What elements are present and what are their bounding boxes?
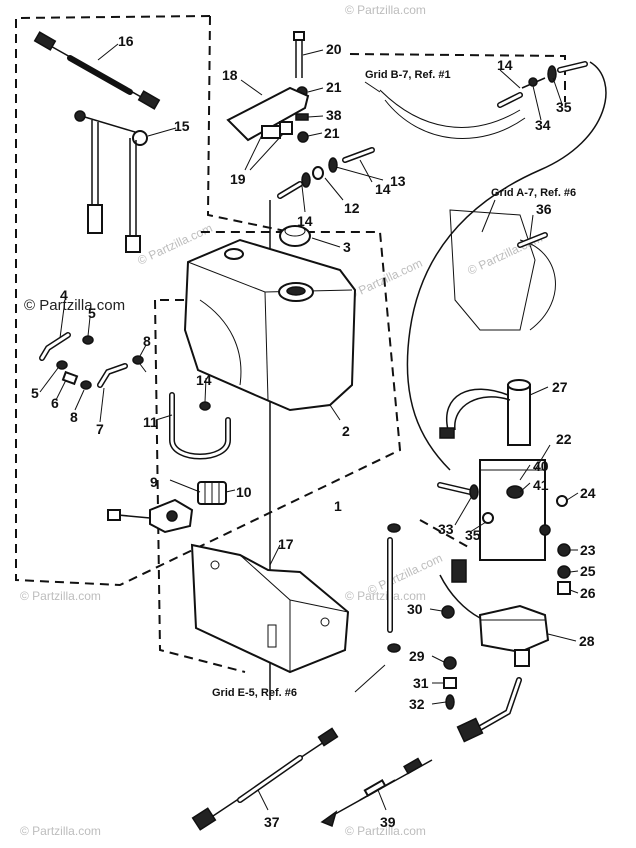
callout-31: 31 [413, 675, 429, 691]
wire-part-39 [320, 757, 433, 828]
pump-part-22 [437, 459, 546, 561]
callout-33: 33 [438, 521, 454, 537]
hose-part-34 [379, 61, 607, 471]
callout-27: 27 [552, 379, 568, 395]
ref-grid-a7: Grid A-7, Ref. #6 [491, 187, 576, 199]
callout-8: 8 [143, 333, 151, 349]
callout-12: 12 [344, 200, 360, 216]
hose-part-16 [33, 31, 161, 110]
watermark-text: © Partzilla.com [345, 589, 426, 603]
callout-14: 14 [297, 213, 313, 229]
callout-7: 7 [96, 421, 104, 437]
callout-32: 32 [409, 696, 425, 712]
bolt-part-20 [293, 31, 309, 143]
callout-17: 17 [278, 536, 294, 552]
callout-23: 23 [580, 542, 596, 558]
hose-part-13 [277, 147, 375, 199]
callout-5: 5 [88, 305, 96, 321]
callout-5: 5 [31, 385, 39, 401]
callout-41: 41 [533, 477, 549, 493]
callout-28: 28 [579, 633, 595, 649]
callout-37: 37 [264, 814, 280, 830]
watermark-text: © Partzilla.com [20, 589, 101, 603]
callout-4: 4 [60, 287, 68, 303]
callout-34: 34 [535, 117, 551, 133]
watermark-main-text: © Partzilla.com [24, 297, 125, 314]
ref-grid-e5: Grid E-5, Ref. #6 [212, 687, 297, 699]
ref-grid-b7: Grid B-7, Ref. #1 [365, 69, 451, 81]
callout-21: 21 [324, 125, 340, 141]
watermark-text: © Partzilla.com [345, 824, 426, 838]
sensor-part-9 [107, 481, 227, 534]
wire-harness-part-15 [74, 110, 148, 253]
callout-35: 35 [556, 99, 572, 115]
callout-26: 26 [580, 585, 596, 601]
callout-35: 35 [465, 527, 481, 543]
callout-10: 10 [236, 484, 252, 500]
hose-part-4 [39, 332, 144, 390]
reference-labels: Grid B-7, Ref. #1 Grid A-7, Ref. #6 Grid… [212, 69, 576, 699]
hose-part-11 [169, 392, 231, 460]
callout-25: 25 [580, 563, 596, 579]
callout-9: 9 [150, 474, 158, 490]
hose-vertical [387, 523, 401, 653]
callout-39: 39 [380, 814, 396, 830]
bracket-outline [449, 209, 556, 331]
callout-8: 8 [70, 409, 78, 425]
callout-30: 30 [407, 601, 423, 617]
callout-1: 1 [334, 498, 342, 514]
watermark-text: © Partzilla.com [345, 3, 426, 17]
watermark-text: © Partzilla.com [20, 824, 101, 838]
callout-14: 14 [375, 181, 391, 197]
leader-lines [39, 43, 579, 811]
callout-19: 19 [230, 171, 246, 187]
hardware-parts-23-26 [539, 495, 571, 595]
callout-11: 11 [143, 414, 158, 430]
callout-3: 3 [343, 239, 351, 255]
callout-22: 22 [556, 431, 572, 447]
callout-14: 14 [196, 372, 212, 388]
callout-38: 38 [326, 107, 342, 123]
callout-2: 2 [342, 423, 350, 439]
callout-14: 14 [497, 57, 513, 73]
callout-6: 6 [51, 395, 59, 411]
callout-36: 36 [536, 201, 552, 217]
bracket-part-17 [190, 543, 350, 674]
strap-part-18 [226, 86, 310, 142]
callout-13: 13 [390, 173, 406, 189]
pump-part-28 [439, 559, 550, 743]
callout-21: 21 [326, 79, 342, 95]
callout-18: 18 [222, 67, 238, 83]
callout-20: 20 [326, 41, 342, 57]
callout-40: 40 [533, 458, 549, 474]
callout-15: 15 [174, 118, 190, 134]
callout-24: 24 [580, 485, 596, 501]
callout-29: 29 [409, 648, 425, 664]
sender-part-27 [439, 379, 531, 446]
callout-16: 16 [118, 33, 134, 49]
hose-part-37 [191, 727, 339, 831]
callouts: 16 15 20 18 21 38 21 19 14 12 14 13 14 3… [31, 33, 596, 830]
